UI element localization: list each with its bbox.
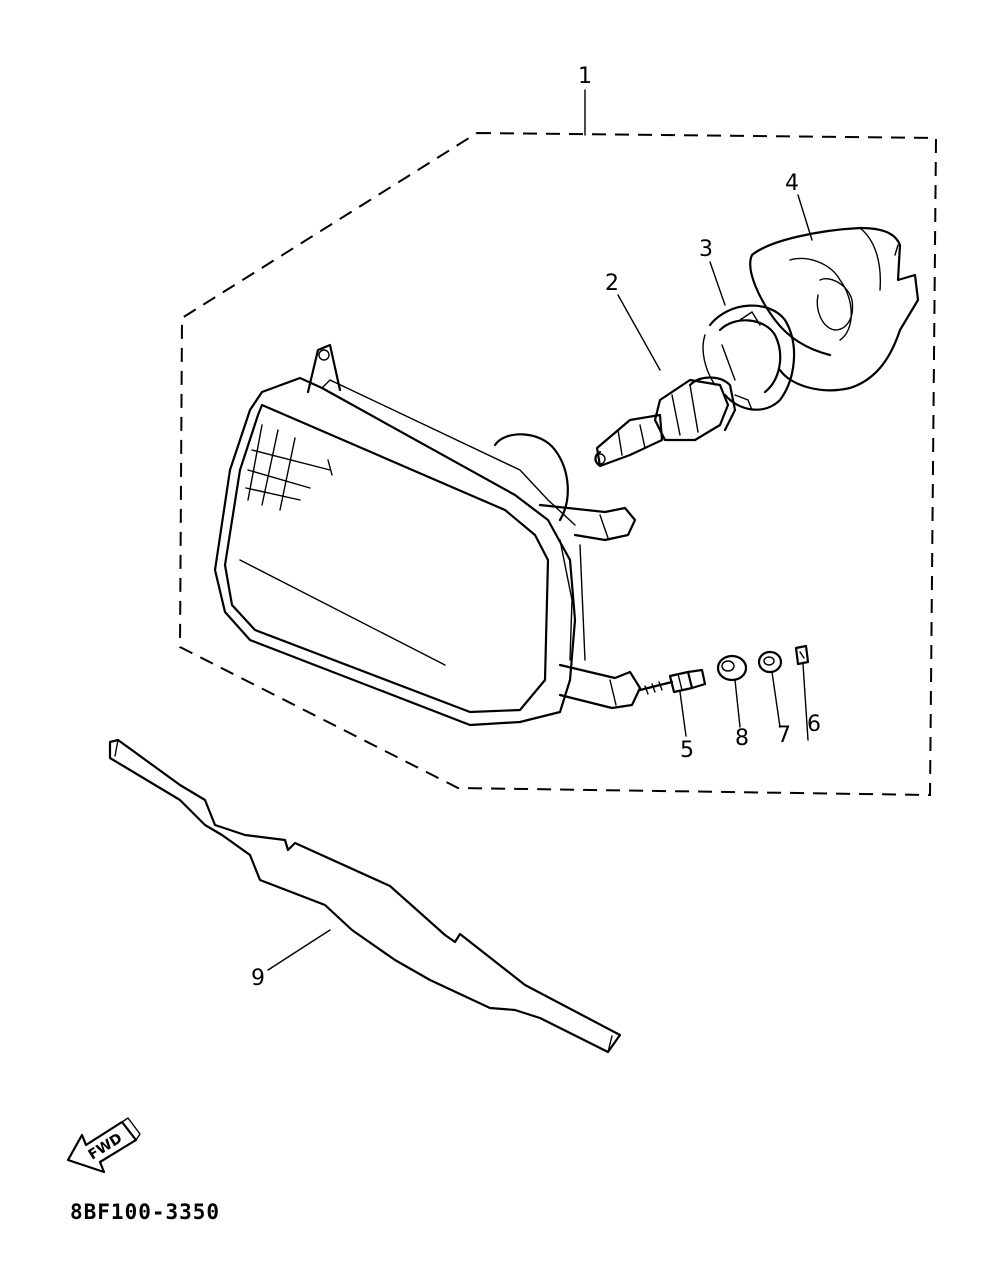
callout-6: 6: [807, 712, 821, 737]
callout-7: 7: [777, 723, 791, 748]
bulb: [594, 376, 737, 468]
diagram-code: 8BF100-3350: [70, 1200, 221, 1224]
seal-strip: [108, 738, 622, 1054]
screw: [638, 668, 707, 695]
callout-2: 2: [605, 271, 619, 296]
callout-3: 3: [699, 237, 713, 262]
rubber-cover: [749, 226, 920, 392]
callout-5: 5: [680, 738, 694, 763]
grommet: [716, 654, 748, 682]
leader-lines: [267, 89, 813, 971]
callout-9: 9: [251, 966, 265, 991]
callout-1: 1: [578, 64, 592, 89]
bulb-socket: [702, 304, 796, 411]
forward-arrow-icon: FWD: [66, 1117, 141, 1174]
callout-4: 4: [785, 171, 799, 196]
assembly-boundary: [178, 131, 938, 797]
callout-8: 8: [735, 726, 749, 751]
clip-nut: [794, 644, 810, 666]
washer: [757, 650, 783, 674]
headlight-unit: [213, 343, 642, 727]
